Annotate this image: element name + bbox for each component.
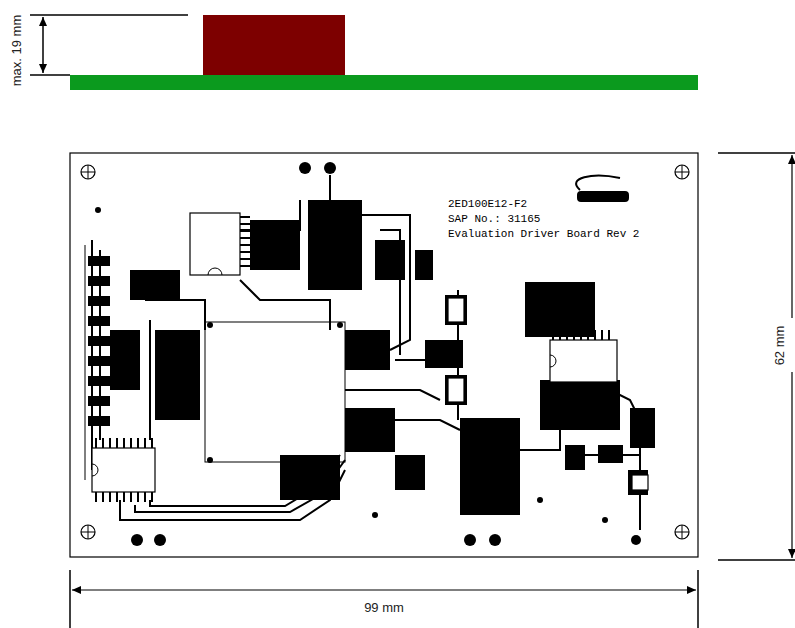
height-dimension: max. 19 mm bbox=[10, 14, 25, 86]
silkscreen-text: Evaluation Driver Board Rev 2 bbox=[448, 228, 639, 240]
silkscreen-text: SAP No.: 31165 bbox=[448, 213, 540, 225]
height-dimension: 62 mm bbox=[772, 325, 787, 365]
silkscreen-text: 2ED100E12-F2 bbox=[448, 198, 527, 210]
width-dimension: 99 mm bbox=[364, 600, 404, 615]
